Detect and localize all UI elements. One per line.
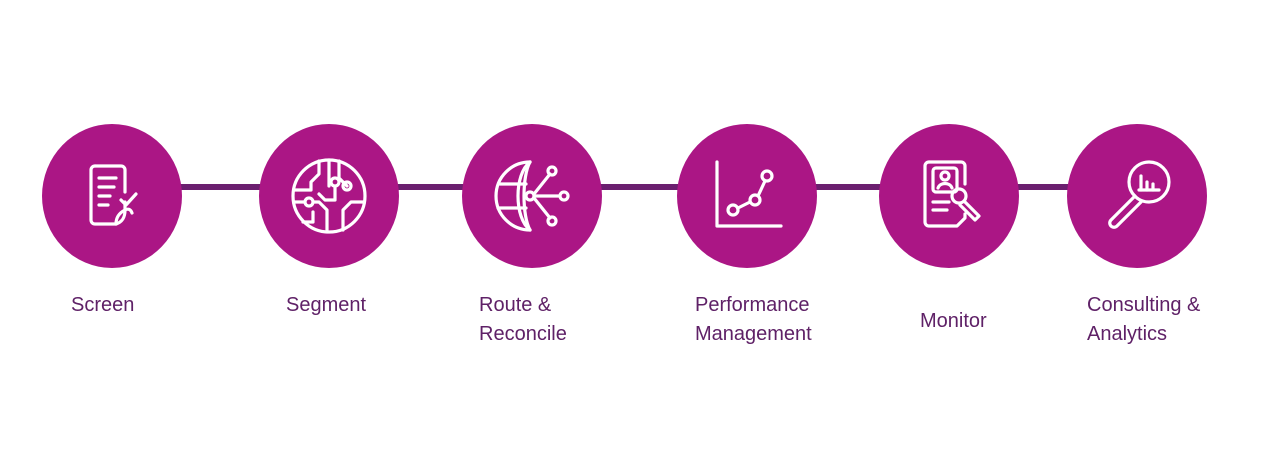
step-consulting-analytics-label: Consulting & Analytics xyxy=(1087,291,1200,349)
step-performance-management-circle xyxy=(677,124,817,268)
network-globe-icon xyxy=(494,160,570,232)
step-screen-label: Screen xyxy=(71,291,134,320)
process-connector-line xyxy=(110,184,1140,190)
step-monitor-circle xyxy=(879,124,1019,268)
circuit-globe-icon xyxy=(291,158,367,234)
profile-search-icon xyxy=(923,160,981,228)
step-screen-circle xyxy=(42,124,182,268)
step-route-reconcile-label-line-2: Reconcile xyxy=(479,323,567,345)
step-monitor-label-line-1: Monitor xyxy=(920,310,987,332)
step-performance-management-label-line-2: Management xyxy=(695,323,812,345)
step-route-reconcile-label-line-1: Route & xyxy=(479,294,552,316)
step-route-reconcile-label: Route & Reconcile xyxy=(479,291,567,349)
step-segment-circle xyxy=(259,124,399,268)
step-consulting-analytics-label-line-2: Analytics xyxy=(1087,323,1168,345)
step-segment-label-line-1: Segment xyxy=(286,294,367,316)
document-check-icon xyxy=(89,164,138,226)
step-segment-label: Segment xyxy=(286,291,366,320)
step-consulting-analytics-circle xyxy=(1067,124,1207,268)
step-route-reconcile-circle xyxy=(462,124,602,268)
magnifier-chart-icon xyxy=(1108,160,1171,229)
step-performance-management-label-line-1: Performance xyxy=(695,294,810,316)
step-consulting-analytics-label-line-1: Consulting & xyxy=(1087,294,1201,316)
step-performance-management-label: Performance Management xyxy=(695,291,812,349)
step-screen-label-line-1: Screen xyxy=(71,294,135,316)
line-graph-icon xyxy=(715,160,783,228)
step-monitor-label: Monitor xyxy=(920,307,987,336)
